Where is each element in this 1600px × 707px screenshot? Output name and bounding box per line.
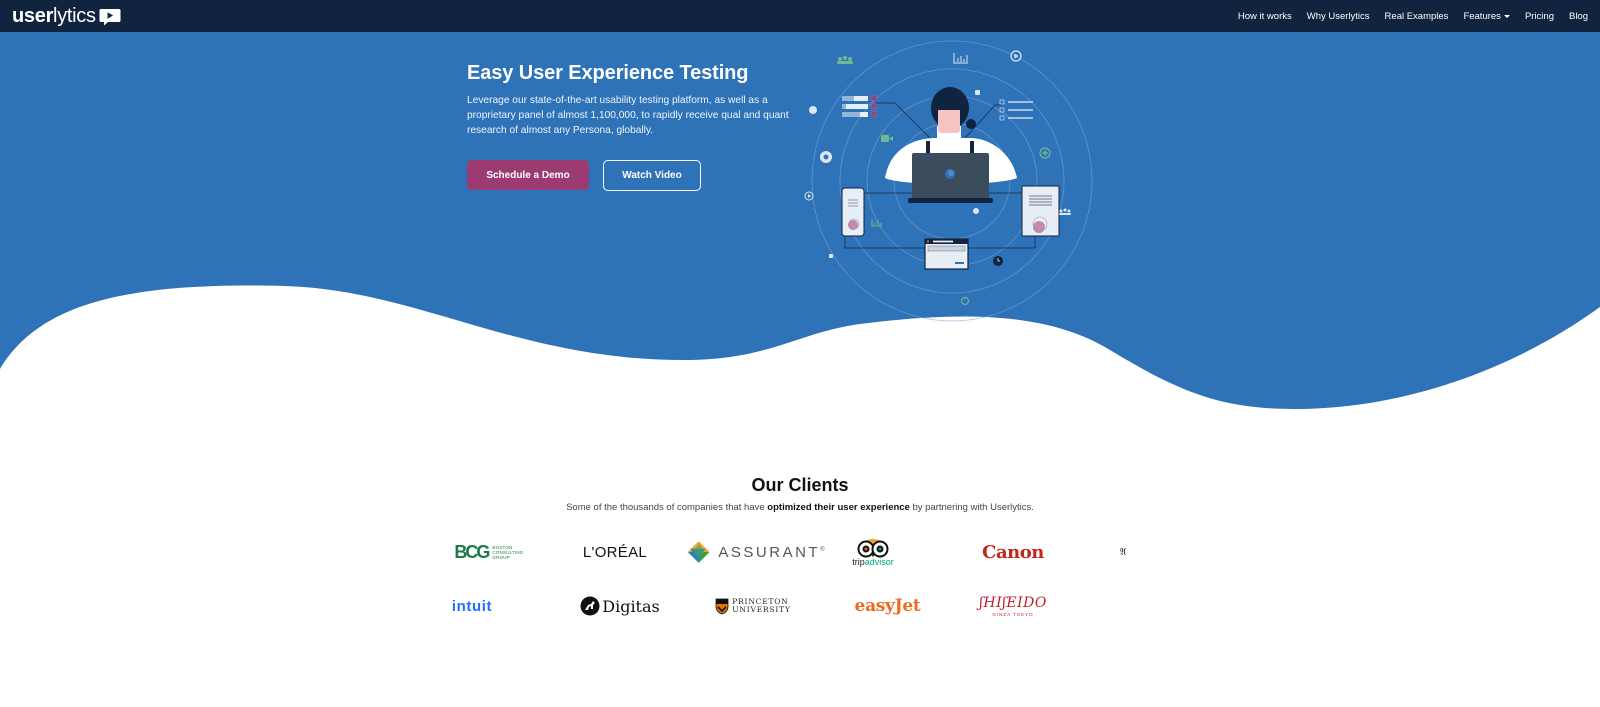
trip-post: advisor (864, 556, 894, 567)
logo-assurant: ASSURANT® (687, 534, 827, 570)
clients-subtitle-post: by partnering with Userlytics. (909, 502, 1034, 513)
clients-subtitle: Some of the thousands of companies that … (0, 502, 1600, 513)
hero-title: Easy User Experience Testing (467, 62, 749, 84)
clients-title-bold: Clients (788, 475, 849, 495)
digitas-wordmark: Digitas (602, 596, 660, 616)
nav-features-dropdown[interactable]: Features (1463, 11, 1510, 22)
browser-window-graphic (924, 238, 969, 270)
nav-real-examples[interactable]: Real Examples (1384, 10, 1449, 22)
assurant-wordmark: ASSURANT® (718, 544, 827, 561)
wave-divider (0, 285, 1600, 412)
caret-down-icon (1503, 14, 1510, 18)
hero-text: Easy User Experience Testing Leverage ou… (467, 62, 807, 191)
hero-subtitle: Leverage our state-of-the-art usability … (467, 95, 789, 136)
shiseido-sub: GINZA TOKYO (992, 612, 1034, 617)
nav-links: How it works Why Userlytics Real Example… (1223, 0, 1588, 32)
nav-why-userlytics[interactable]: Why Userlytics (1306, 10, 1370, 22)
plus-small-icon (960, 296, 970, 306)
logo-tripadvisor: tripadvisor (838, 534, 908, 570)
nav-features-label: Features (1463, 10, 1501, 22)
logo-partial-cutoff: 𝔄 (1113, 534, 1133, 570)
nav-blog[interactable]: Blog (1568, 10, 1588, 22)
floating-icons (804, 50, 1071, 306)
princeton-name: PRINCETON (732, 597, 789, 606)
hero-section: Easy User Experience Testing Leverage ou… (0, 32, 1600, 412)
clients-subtitle-pre: Some of the thousands of companies that … (566, 502, 768, 513)
logo-intuit: intuit (447, 588, 497, 624)
users-icon-right (1059, 208, 1071, 215)
gear-small-icon (973, 208, 979, 214)
shiseido-wordmark: ʃHIʃEIDO (979, 595, 1047, 611)
progress-bars-graphic (842, 94, 878, 118)
bcg-sub-2: CONSULTING (492, 549, 524, 555)
tripadvisor-wordmark: tripadvisor (852, 557, 894, 567)
brand-name-light: lytics (53, 4, 96, 27)
bcg-sub-3: GROUP (492, 554, 510, 560)
thumbs-up-small-icon (829, 254, 833, 258)
logo-easyjet: easyJet (850, 588, 925, 624)
play-chat-bubble-icon (99, 9, 121, 26)
phone-graphic (841, 187, 865, 237)
assurant-name: ASSURANT (718, 543, 821, 561)
schedule-demo-button[interactable]: Schedule a Demo (467, 160, 589, 190)
logo-loreal: L'ORÉAL (575, 534, 655, 570)
canon-wordmark: Canon (982, 541, 1044, 563)
watch-video-button[interactable]: Watch Video (603, 160, 701, 191)
video-camera-icon (881, 135, 889, 142)
assurant-mark-icon (687, 541, 710, 563)
logo-digitas: Digitas (580, 588, 660, 624)
brand-name-bold: user (12, 4, 54, 27)
checklist-graphic (999, 99, 1033, 121)
hero-buttons: Schedule a Demo Watch Video (467, 160, 807, 191)
princeton-sub: UNIVERSITY (732, 605, 791, 614)
digitas-horse-icon (580, 596, 600, 616)
users-icon (837, 56, 853, 64)
loreal-wordmark: L'ORÉAL (582, 543, 648, 561)
logo-canon: Canon (973, 534, 1053, 570)
play-circle-icon-top (1010, 50, 1022, 62)
princeton-shield-icon (715, 598, 729, 614)
clients-title: Our Clients (0, 475, 1600, 496)
nav-how-it-works[interactable]: How it works (1237, 10, 1292, 22)
bar-chart-small-icon (871, 219, 882, 227)
tripadvisor-owl-icon (857, 538, 889, 557)
trip-pre: trip (852, 556, 865, 567)
thumbs-up-icon (975, 90, 980, 95)
clients-subtitle-bold: optimized their user experience (767, 502, 910, 513)
bar-chart-icon (953, 53, 968, 64)
person-at-laptop-illustration (804, 40, 1093, 322)
assurant-registered: ® (820, 546, 827, 553)
clock-icon (809, 106, 817, 114)
clients-title-light: Our (751, 475, 789, 495)
play-circle-icon (804, 191, 814, 201)
bcg-wordmark: BCG (454, 541, 490, 562)
clients-section: Our Clients Some of the thousands of com… (0, 475, 1600, 513)
easyjet-wordmark: easyJet (854, 596, 921, 616)
bcg-sub-1: BOSTON (492, 544, 513, 550)
logo-shiseido: ʃHIʃEIDO GINZA TOKYO (973, 588, 1053, 624)
document-graphic (1021, 185, 1060, 237)
plus-circle-icon (1039, 147, 1051, 159)
intuit-wordmark: intuit (451, 597, 493, 615)
nav-pricing[interactable]: Pricing (1524, 10, 1554, 22)
laptop-graphic (908, 153, 993, 203)
partial-logo-glyph: 𝔄 (1119, 546, 1127, 558)
